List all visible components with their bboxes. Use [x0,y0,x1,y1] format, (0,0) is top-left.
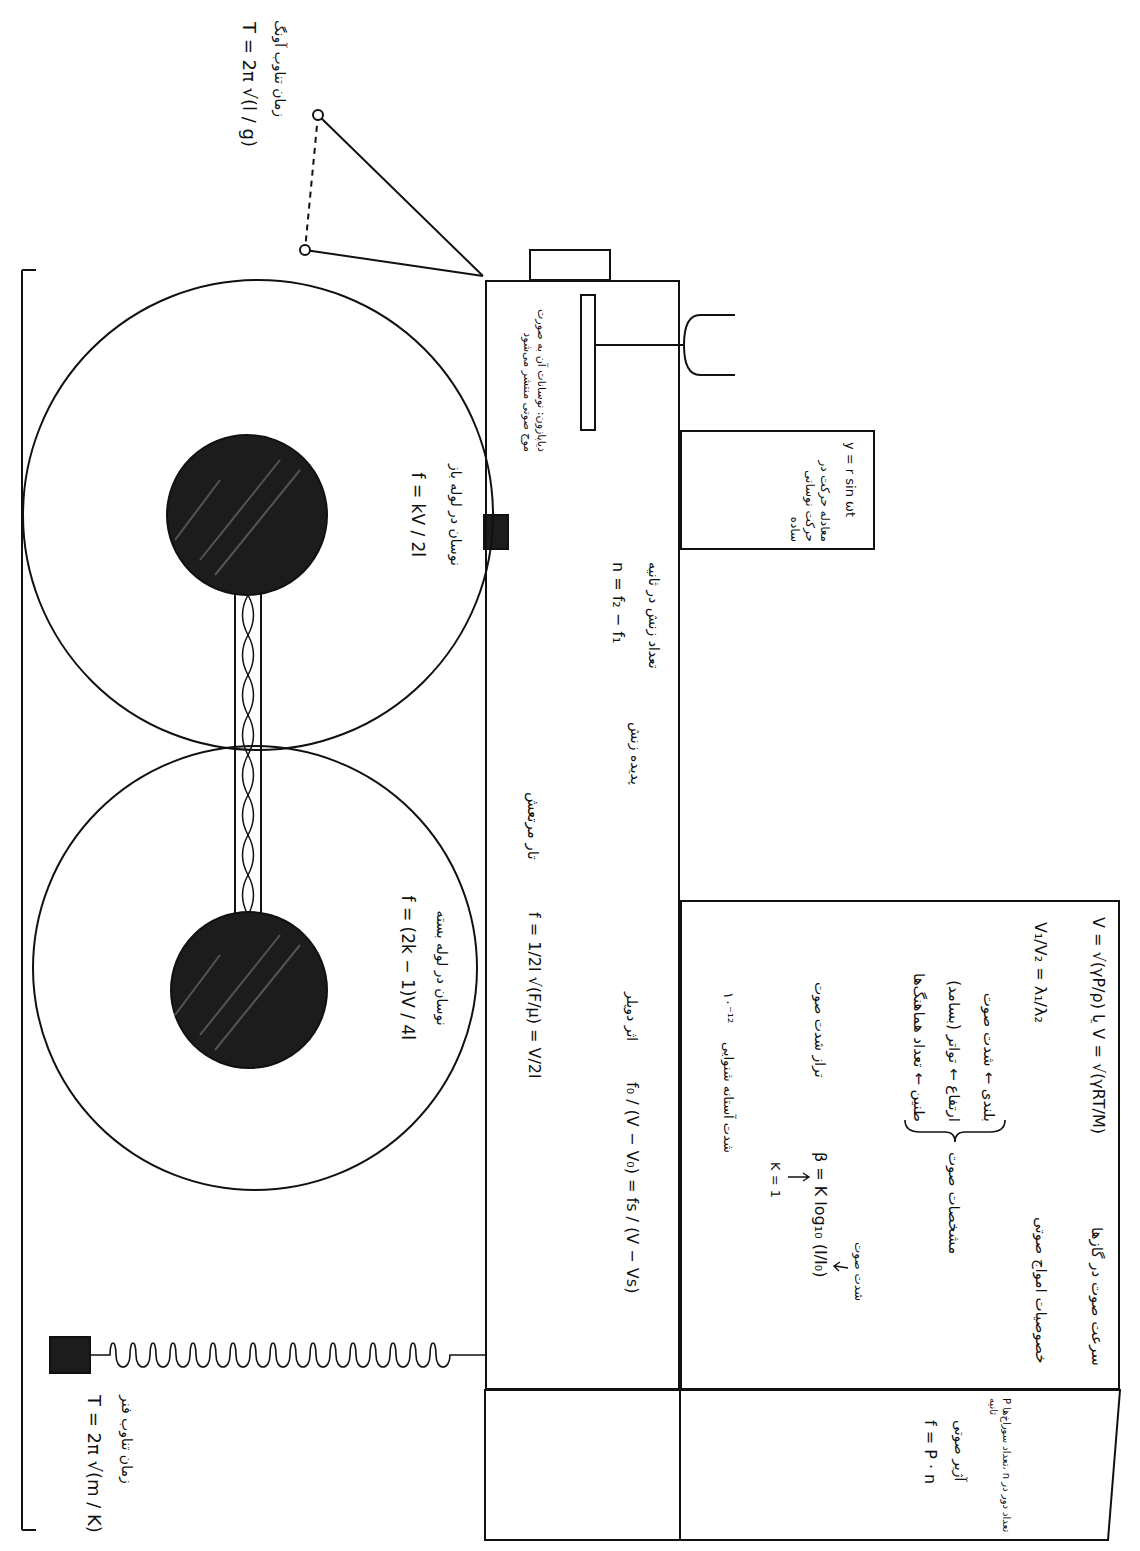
node-text: معادله حرکت در حرکت نوسانی ساده [787,442,832,542]
caption-label: زمان تناوب فنر [118,1395,136,1484]
node-text: پدیده زنش [627,722,645,785]
pendulum-bob [313,110,323,120]
node-text: تار مرتعش [523,792,542,860]
node-text: بلندی ← شدت صوت [979,952,998,1122]
node-text: f = 1/2l √(F/μ) = V/2l [524,912,544,1078]
hub-hatching [175,460,300,575]
node-text: شدت صوت [851,1242,866,1301]
wheel-hub [167,435,327,595]
small-block [484,515,508,549]
pipe-wall [235,590,261,918]
node-heading: نوسان در لوله بسته [433,911,451,1026]
node-text: f = P · n [920,1420,940,1484]
formula-label: T = 2π √(l / g) [238,22,261,147]
node-text: f = kV / 2l [407,473,428,558]
node-text: شدت آستانه شنوایی [720,1042,736,1153]
tuning-fork-base [581,295,595,430]
arrow [834,1262,848,1271]
node-text: خصوصیات امواج صوتی [1031,1217,1050,1363]
node-text: ۱۰⁻¹² [720,992,736,1023]
wheel-circle: نوسان در لوله باز f = kV / 2l [22,279,494,751]
note-box: y = r sin ωt معادله حرکت در حرکت نوسانی س… [680,430,875,550]
node-text: f = (2k − 1)V / 4l [397,896,418,1041]
node-text: V₁/V₂ = λ₁/λ₂ [1030,922,1050,1023]
node-text: K = 1 [767,1162,783,1198]
standing-wave [243,595,254,915]
node-heading: سرعت صوت در گازها [1087,1227,1106,1366]
spring-coil [90,1343,485,1367]
formula-label: T = 2π √(m / K) [83,1395,106,1533]
pendulum-bob [300,245,310,255]
cab-box: سرعت صوت در گازها V = √(γP/ρ) یا V = √(γR… [680,900,1120,1390]
node-heading: دیاپازون: نوسانات آن به صورت موج صوتی من… [521,302,549,452]
node-text: β = K log₁₀ (I/I₀) [810,1152,830,1277]
pendulum-string [305,115,483,276]
node-text: تراز شدت صوت [811,982,829,1078]
node-heading: y = r sin ωt [842,442,858,517]
node-heading: P تعداد سوراخ‌ها، n تعداد دور در ثانیه [987,1398,1012,1533]
standing-wave [243,595,254,915]
node-text: اثر دوپلر [623,992,641,1041]
arrow [788,1173,809,1181]
caption-label: زمان تناوب آونگ [271,20,289,117]
wheel-rim [23,280,493,750]
node-text: آژیر صوتی [951,1420,969,1481]
node-text: تعداد زنش در ثانیه [645,562,663,669]
node-text: طنین ← تعداد هماهنگ‌ها [909,952,928,1122]
node-text: V = √(γP/ρ) یا V = √(γRT/M) [1088,917,1108,1134]
spring-mass [50,1337,90,1373]
tuning-fork [684,315,735,375]
wheel-hub [171,912,327,1068]
cab-side-face: P تعداد سوراخ‌ها، n تعداد دور در ثانیه آژ… [485,1390,1120,1540]
tuning-fork-stem [595,344,684,346]
side-face [485,1390,1120,1540]
tail-block [530,250,610,280]
wheel-rim [33,746,477,1190]
wheel-circle: نوسان در لوله بسته f = (2k − 1)V / 4l [32,745,478,1191]
node-text: ارتفاع ← تواتر (بسامد) [944,952,963,1122]
node-text: مشخصات صوت [944,1152,963,1254]
node-text: n = f₂ − f₁ [608,562,628,643]
brace [905,1120,1005,1142]
truck-body: دیاپازون: نوسانات آن به صورت موج صوتی من… [485,280,680,1390]
node-heading: نوسان در لوله باز [447,464,465,566]
node-text: f₀ / (V − V₀) = fs / (V − Vs) [622,1082,642,1293]
hub-hatching [175,935,300,1050]
face-edge [679,1390,681,1540]
pendulum-swing [305,115,318,250]
face-outline [485,1390,1120,1540]
